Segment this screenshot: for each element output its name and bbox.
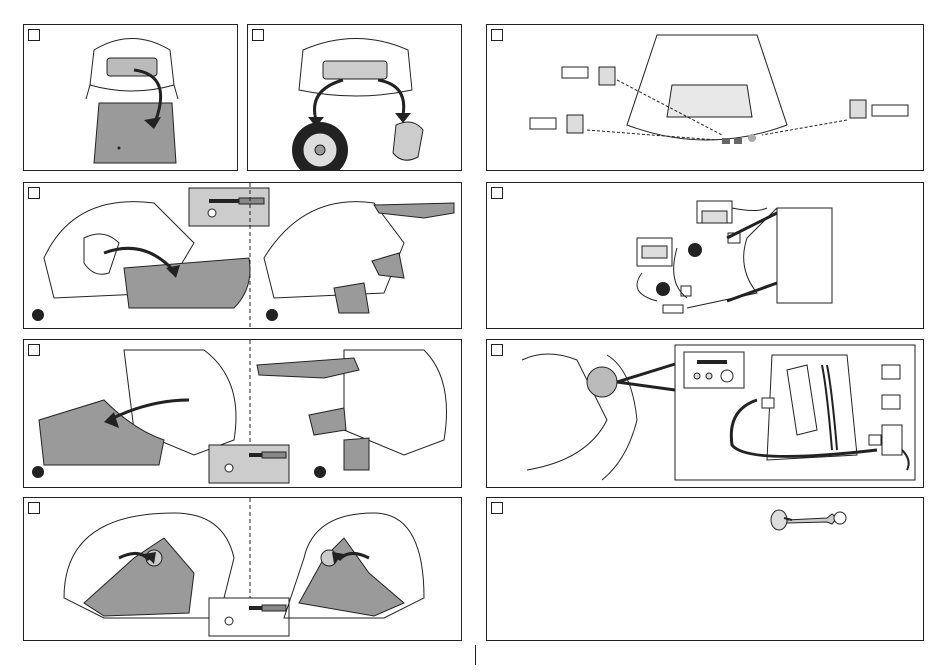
tool-callout (209, 598, 289, 636)
connector-icon (882, 365, 900, 379)
relay-icon (850, 100, 866, 118)
panel-harness-routing (486, 339, 924, 488)
panel-remove-right-trim (23, 339, 462, 488)
panel-remove-left-trim (23, 182, 462, 329)
marker-dot (32, 466, 44, 478)
torx-screw-icon (225, 464, 233, 472)
panel-trunk-well-trims (23, 497, 462, 641)
right-trim-illustration (24, 340, 462, 488)
relay-icon (567, 115, 583, 133)
callout-box (777, 208, 832, 303)
panel-remove-floor-board (23, 24, 238, 171)
key-illustration (487, 498, 924, 641)
relay-icon (599, 67, 615, 85)
tool-callout (189, 188, 269, 226)
label-box-relay-c (872, 105, 908, 116)
panel-remove-spare-wheel (247, 24, 462, 171)
label-box-relay-b (530, 118, 556, 129)
connector-icon (882, 395, 900, 409)
marker-dot (314, 466, 326, 478)
panel-key (486, 497, 924, 641)
relay-location-illustration (487, 25, 924, 171)
marker-dot (32, 309, 44, 321)
harness-routing-illustration (487, 340, 924, 488)
tool-callout (209, 445, 289, 483)
torx-screw-icon (225, 617, 233, 625)
floor-board-illustration (24, 25, 238, 171)
marker-dot (266, 309, 278, 321)
trunk-well-illustration (24, 498, 462, 641)
panel-relay-locations (486, 24, 924, 171)
key-icon (771, 510, 846, 530)
left-trim-illustration (24, 183, 462, 329)
spare-wheel-illustration (248, 25, 462, 171)
center-divider (475, 645, 476, 665)
panel-relay-connector (486, 182, 924, 329)
tool-callout (684, 352, 744, 388)
connector-illustration (487, 183, 924, 329)
torx-screw-icon (208, 209, 216, 217)
connector-icon (882, 425, 902, 455)
label-box-relay-a (562, 67, 588, 78)
